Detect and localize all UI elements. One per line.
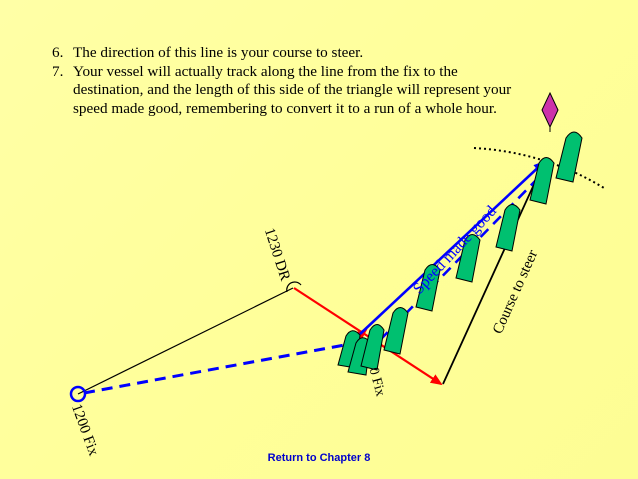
destination-marker [541,91,559,132]
step-6-text: The direction of this line is your cours… [73,44,364,61]
step-7: 7. Your vessel will actually track along… [52,63,522,119]
vessel-7 [495,204,521,252]
step-7-number: 7. [52,62,64,80]
vessel-3 [360,324,385,371]
return-to-chapter-link[interactable]: Return to Chapter 8 [0,452,638,464]
course-to-steer-line [442,157,547,385]
step-6-number: 6. [52,44,64,61]
return-to-chapter-link-text[interactable]: Return to Chapter 8 [267,452,371,464]
distance-arc [473,147,605,189]
step-7-text: Your vessel will actually track along th… [73,62,512,117]
speed-made-good-arrow [359,160,546,335]
fix-1200-marker [69,385,87,403]
vessel-6 [455,234,481,283]
vessel-9 [555,131,583,183]
instruction-text: 6. The direction of this line is your co… [52,44,522,118]
dr-track-line [77,287,294,395]
vessel-8 [529,157,555,205]
dr-marker [286,281,302,293]
step-6: 6. The direction of this line is your co… [52,44,522,63]
vessel-shapes [337,131,583,376]
vessel-4 [383,307,409,355]
vessel-5 [415,264,441,312]
track-dashed-line [83,342,351,395]
